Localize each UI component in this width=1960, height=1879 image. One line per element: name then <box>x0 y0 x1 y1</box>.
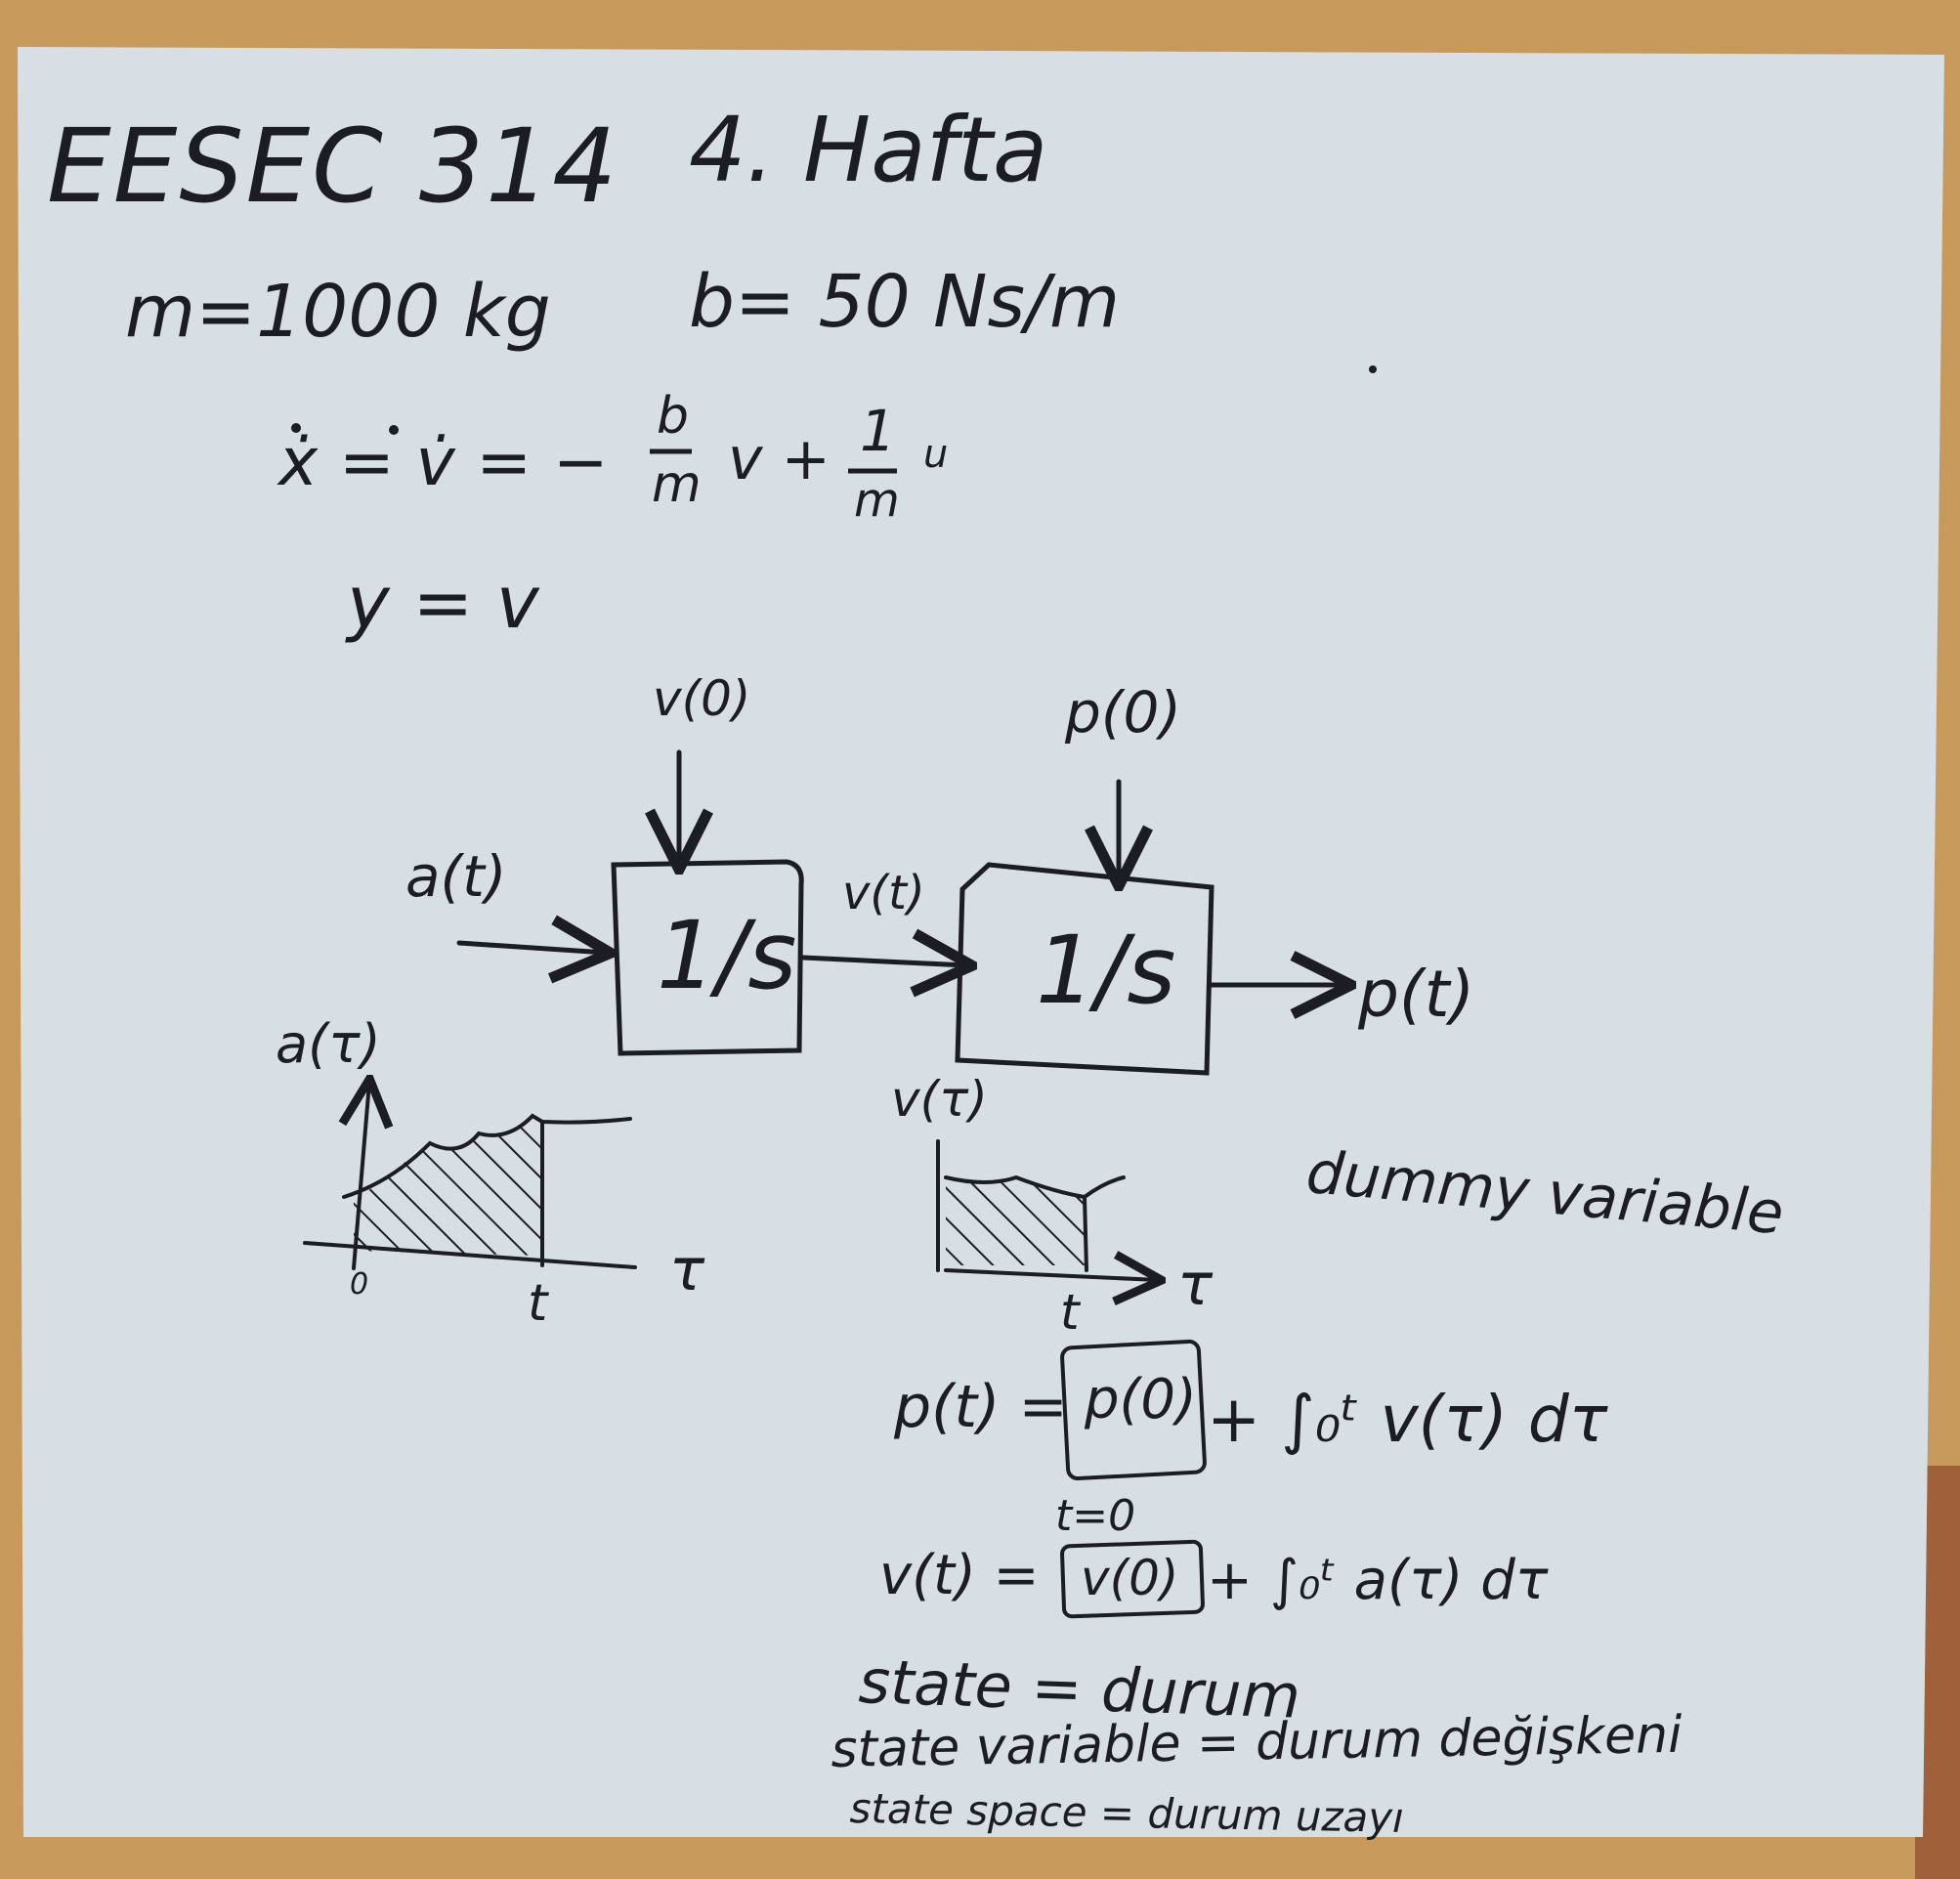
integrator-block-2 <box>955 862 1214 1076</box>
state-equation-lhs: ẋ = v̇ = − <box>278 424 609 501</box>
state-equation-mid: v + <box>728 425 831 493</box>
plot-v-x-axis <box>944 1270 1158 1280</box>
v-equation-boxed-ic: v(0) <box>1081 1550 1179 1606</box>
frac1-numerator: b <box>657 387 690 446</box>
board-surface <box>18 47 1944 1837</box>
dot-x <box>291 423 301 433</box>
plot-v-hatched-area <box>946 1177 1085 1265</box>
mass-param: m=1000 kg <box>125 270 551 354</box>
note-state-variable: state variable = durum değişkeni <box>830 1705 1683 1779</box>
box-v0 <box>1060 1539 1205 1619</box>
plot-v-curve <box>944 1174 1126 1200</box>
label-input-a: a(t) <box>405 843 507 910</box>
p-equation-box-subscript: t=0 <box>1055 1491 1136 1541</box>
plot-v-sketch <box>936 1139 1158 1280</box>
plot-v-ylabel: v(τ) <box>891 1071 988 1128</box>
plot-a-x-axis <box>303 1241 637 1269</box>
label-v0: v(0) <box>653 670 751 727</box>
box-p0 <box>1060 1339 1207 1481</box>
v-equation-lhs: v(t) = <box>879 1544 1040 1607</box>
block-diagram <box>456 749 1346 1076</box>
frac2-numerator: 1 <box>860 398 896 464</box>
plot-v-t-marker <box>1083 1195 1088 1272</box>
plot-a-sketch <box>303 1083 637 1270</box>
board-glare <box>18 47 1944 1837</box>
p-equation-rhs: + ∫₀ᵗ v(τ) dτ <box>1207 1382 1608 1457</box>
integrator-tf-2: 1/s <box>1036 916 1176 1025</box>
course-code: EESEC 314 <box>47 107 619 226</box>
dot-v <box>389 425 399 435</box>
frac2-denominator: m <box>854 473 900 528</box>
p-equation-boxed-ic: p(0) <box>1085 1368 1197 1431</box>
label-v-mid: v(t) <box>842 866 925 920</box>
plot-a-origin: 0 <box>350 1267 369 1302</box>
state-equation-u: u <box>923 432 949 477</box>
plot-v-xlabel: τ <box>1177 1251 1214 1319</box>
plot-a-curve <box>342 1113 632 1199</box>
label-output-p: p(t) <box>1358 957 1475 1032</box>
integrator-tf-1: 1/s <box>657 901 797 1010</box>
ink-dot <box>1369 365 1377 373</box>
plot-a-y-axis <box>354 1083 369 1270</box>
v-equation-rhs: + ∫₀ᵗ a(τ) dτ <box>1207 1549 1549 1612</box>
plot-a-t-tick: t <box>528 1274 548 1333</box>
frac1-denominator: m <box>652 455 702 514</box>
plot-v-t-tick: t <box>1060 1284 1080 1341</box>
arrow-input-a <box>456 943 606 953</box>
plot-a-xlabel: τ <box>669 1236 705 1304</box>
plot-a-hatched-area <box>354 1114 542 1256</box>
p-equation-lhs: p(t) = <box>894 1373 1068 1441</box>
plot-a-ylabel: a(τ) <box>276 1013 381 1075</box>
label-p0: p(0) <box>1065 679 1181 746</box>
arrow-v-mid <box>800 958 967 965</box>
damping-param: b= 50 Ns/m <box>689 260 1121 344</box>
integrator-block-1 <box>611 859 804 1056</box>
note-state-space: state space = durum uzayı <box>849 1784 1405 1842</box>
output-equation: y = v <box>347 561 539 645</box>
week-title: 4. Hafta <box>689 98 1048 202</box>
